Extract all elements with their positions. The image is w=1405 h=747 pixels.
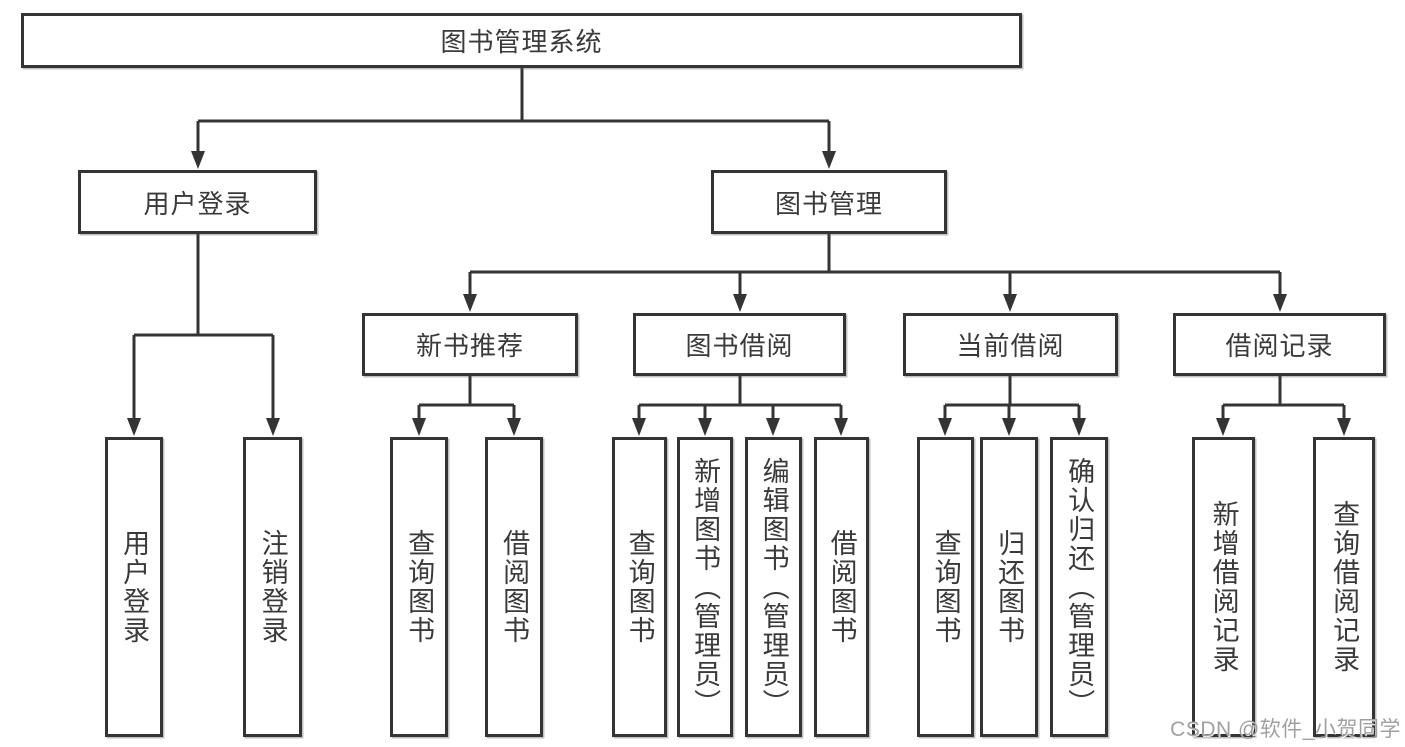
leaf-user-login-label: 用户登录 bbox=[119, 529, 150, 645]
node-book-mgmt-label: 图书管理 bbox=[774, 188, 883, 219]
node-current-borrow-label: 当前借阅 bbox=[956, 331, 1065, 361]
leaf-edit-book-admin: 编辑图书（管理员） bbox=[745, 437, 802, 737]
leaf-borrow-books-borrow: 借阅图书 bbox=[814, 437, 869, 737]
node-new-book-rec: 新书推荐 bbox=[362, 313, 578, 376]
connector-user-login bbox=[132, 234, 275, 421]
leaf-query-books-current: 查询图书 bbox=[917, 437, 974, 737]
leaf-user-login: 用户登录 bbox=[105, 437, 163, 737]
leaf-query-books-borrow: 查询图书 bbox=[612, 437, 667, 737]
leaf-return-book: 归还图书 bbox=[980, 437, 1038, 737]
node-root: 图书管理系统 bbox=[21, 13, 1022, 68]
connector-borrow-records bbox=[1221, 376, 1346, 421]
node-user-login: 用户登录 bbox=[78, 170, 317, 234]
leaf-borrow-books-rec: 借阅图书 bbox=[485, 437, 543, 737]
leaf-add-borrow-record: 新增借阅记录 bbox=[1192, 437, 1255, 737]
connector-new-book-rec bbox=[417, 376, 516, 421]
leaf-confirm-return-admin: 确认归还（管理员） bbox=[1050, 437, 1108, 737]
leaf-query-books-borrow-label: 查询图书 bbox=[624, 529, 655, 645]
leaf-query-books-rec-label: 查询图书 bbox=[404, 529, 435, 645]
connector-book-mgmt bbox=[468, 234, 1282, 297]
leaf-query-books-current-label: 查询图书 bbox=[930, 529, 961, 645]
leaf-query-books-rec: 查询图书 bbox=[390, 437, 448, 737]
leaf-query-borrow-record-label: 查询借阅记录 bbox=[1329, 500, 1360, 674]
leaf-add-book-admin-label: 新增图书（管理员） bbox=[690, 456, 721, 718]
leaf-add-borrow-record-label: 新增借阅记录 bbox=[1208, 500, 1239, 674]
leaf-borrow-books-rec-label: 借阅图书 bbox=[499, 529, 530, 645]
node-book-mgmt: 图书管理 bbox=[711, 170, 947, 234]
leaf-logout-label: 注销登录 bbox=[257, 529, 288, 645]
leaf-borrow-books-borrow-label: 借阅图书 bbox=[826, 529, 857, 645]
leaf-return-book-label: 归还图书 bbox=[994, 529, 1025, 645]
arrowheads bbox=[127, 151, 1351, 436]
connector-book-borrow bbox=[637, 376, 843, 421]
node-borrow-records-label: 借阅记录 bbox=[1225, 331, 1334, 361]
node-book-borrow: 图书借阅 bbox=[633, 313, 846, 376]
node-current-borrow: 当前借阅 bbox=[903, 313, 1118, 376]
node-user-login-label: 用户登录 bbox=[143, 188, 252, 219]
leaf-query-borrow-record: 查询借阅记录 bbox=[1313, 437, 1375, 737]
node-root-label: 图书管理系统 bbox=[440, 27, 603, 57]
node-borrow-records: 借阅记录 bbox=[1173, 313, 1386, 376]
node-new-book-rec-label: 新书推荐 bbox=[415, 331, 524, 361]
leaf-edit-book-admin-label: 编辑图书（管理员） bbox=[758, 456, 789, 718]
node-book-borrow-label: 图书借阅 bbox=[685, 331, 794, 361]
csdn-watermark: CSDN @软件_小贺同学 bbox=[1170, 718, 1401, 741]
leaf-add-book-admin: 新增图书（管理员） bbox=[677, 437, 733, 737]
connector-root bbox=[196, 68, 831, 154]
leaf-confirm-return-admin-label: 确认归还（管理员） bbox=[1064, 456, 1095, 718]
leaf-logout: 注销登录 bbox=[243, 437, 302, 737]
connector-current-borrow bbox=[943, 376, 1081, 421]
